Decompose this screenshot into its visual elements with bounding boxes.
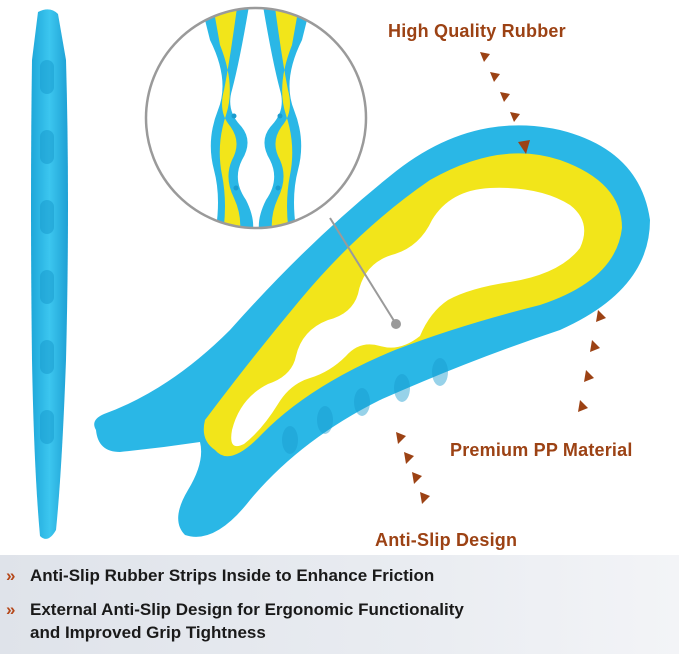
high-quality-rubber-label: High Quality Rubber (388, 21, 566, 41)
product-illustration (31, 6, 650, 539)
feature-text-block: External Anti-Slip Design for Ergonomic … (30, 598, 464, 644)
features-banner (0, 555, 679, 654)
double-chevron-icon: » (6, 566, 15, 585)
arrow-antislip (396, 432, 430, 504)
feature-text-line2: and Improved Grip Tightness (30, 623, 266, 642)
zoom-callout (144, 6, 401, 329)
premium-pp-label: Premium PP Material (450, 440, 633, 460)
arrow-pp (578, 310, 606, 412)
jar-opener-main (94, 125, 650, 537)
anti-slip-design-label: Anti-Slip Design (375, 530, 518, 550)
feature-text: Anti-Slip Rubber Strips Inside to Enhanc… (30, 566, 435, 585)
feature-rubber-strips: » Anti-Slip Rubber Strips Inside to Enha… (6, 564, 434, 587)
arrow-rubber (480, 52, 530, 154)
double-chevron-icon: » (6, 600, 15, 619)
feature-text: External Anti-Slip Design for Ergonomic … (30, 600, 464, 619)
side-view-opener (31, 9, 68, 539)
feature-external-anti-slip: » External Anti-Slip Design for Ergonomi… (6, 598, 464, 644)
